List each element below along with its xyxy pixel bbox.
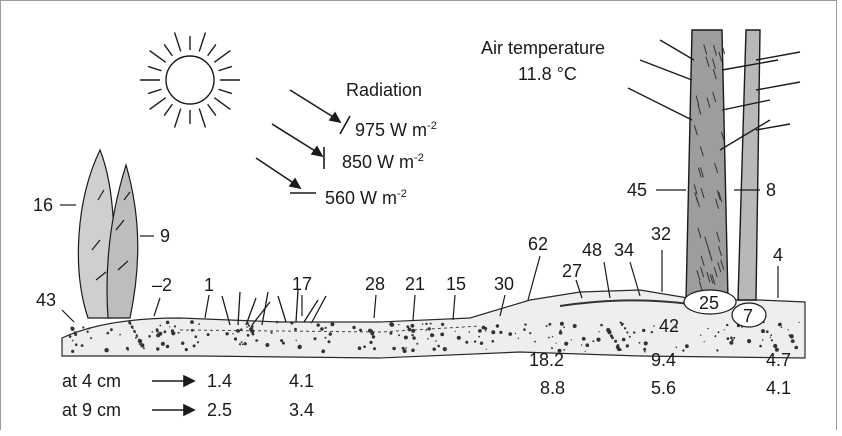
temp-root-3: 7 (743, 306, 754, 326)
temp-gravel-1: 28 (365, 274, 386, 294)
temp-root-1: 25 (699, 293, 720, 313)
dwarf-shrubs (221, 289, 327, 326)
soil-value: 9.4 (651, 350, 677, 370)
temp-right-edge: 4 (773, 245, 784, 265)
soil-value: 4.1 (289, 371, 315, 391)
temp-gravel-3: 15 (446, 274, 467, 294)
temp-moss-2: 34 (614, 240, 635, 260)
temp-bush-top: 16 (33, 195, 54, 215)
temp-bush-base: 43 (36, 290, 57, 310)
soil-value: 4.1 (766, 378, 792, 398)
soil-value: 3.4 (289, 400, 315, 420)
leader-lines (60, 189, 779, 323)
soil-value: 1.4 (207, 371, 233, 391)
radiation-value-2: 850 W m-2 (342, 152, 424, 172)
air-temperature-label: Air temperature (481, 38, 606, 58)
temp-tree-trunk-sunlit: 45 (627, 180, 648, 200)
temp-slope-3: 27 (562, 261, 583, 281)
soil-value: 2.5 (207, 400, 233, 420)
soil-depth-arrows (152, 374, 196, 417)
temp-tree-trunk-shaded: 8 (766, 180, 777, 200)
root-stones (683, 289, 767, 328)
temp-trunk-base: 32 (651, 224, 672, 244)
radiation-ticks (290, 115, 351, 194)
pine-trees (627, 29, 801, 301)
air-temperature-value: 11.8 °C (518, 64, 577, 84)
temp-ground-2: 1 (204, 275, 215, 295)
ground-profile (61, 289, 806, 359)
temp-slope-1: 30 (494, 274, 515, 294)
soil-value: 8.8 (540, 378, 566, 398)
temp-gravel-2: 21 (405, 274, 426, 294)
temp-ground-1: –2 (152, 275, 173, 295)
soil-row-label-4cm: at 4 cm (62, 371, 122, 391)
cypress-bush (77, 148, 139, 319)
soil-value: 5.6 (651, 378, 677, 398)
radiation-value-3: 560 W m-2 (325, 188, 407, 208)
soil-value: 4.7 (766, 350, 792, 370)
temp-bush-side: 9 (160, 226, 171, 246)
temp-slope-2: 62 (528, 234, 549, 254)
radiation-arrows (255, 89, 342, 190)
temp-shrub: 17 (292, 274, 313, 294)
soil-value: 18.2 (529, 350, 565, 370)
soil-row-label-9cm: at 9 cm (62, 400, 122, 420)
radiation-label: Radiation (346, 80, 423, 100)
temp-root-2: 42 (659, 316, 680, 336)
sun-icon (140, 32, 240, 128)
temp-moss-1: 48 (582, 240, 603, 260)
radiation-value-1: 975 W m-2 (355, 120, 437, 140)
